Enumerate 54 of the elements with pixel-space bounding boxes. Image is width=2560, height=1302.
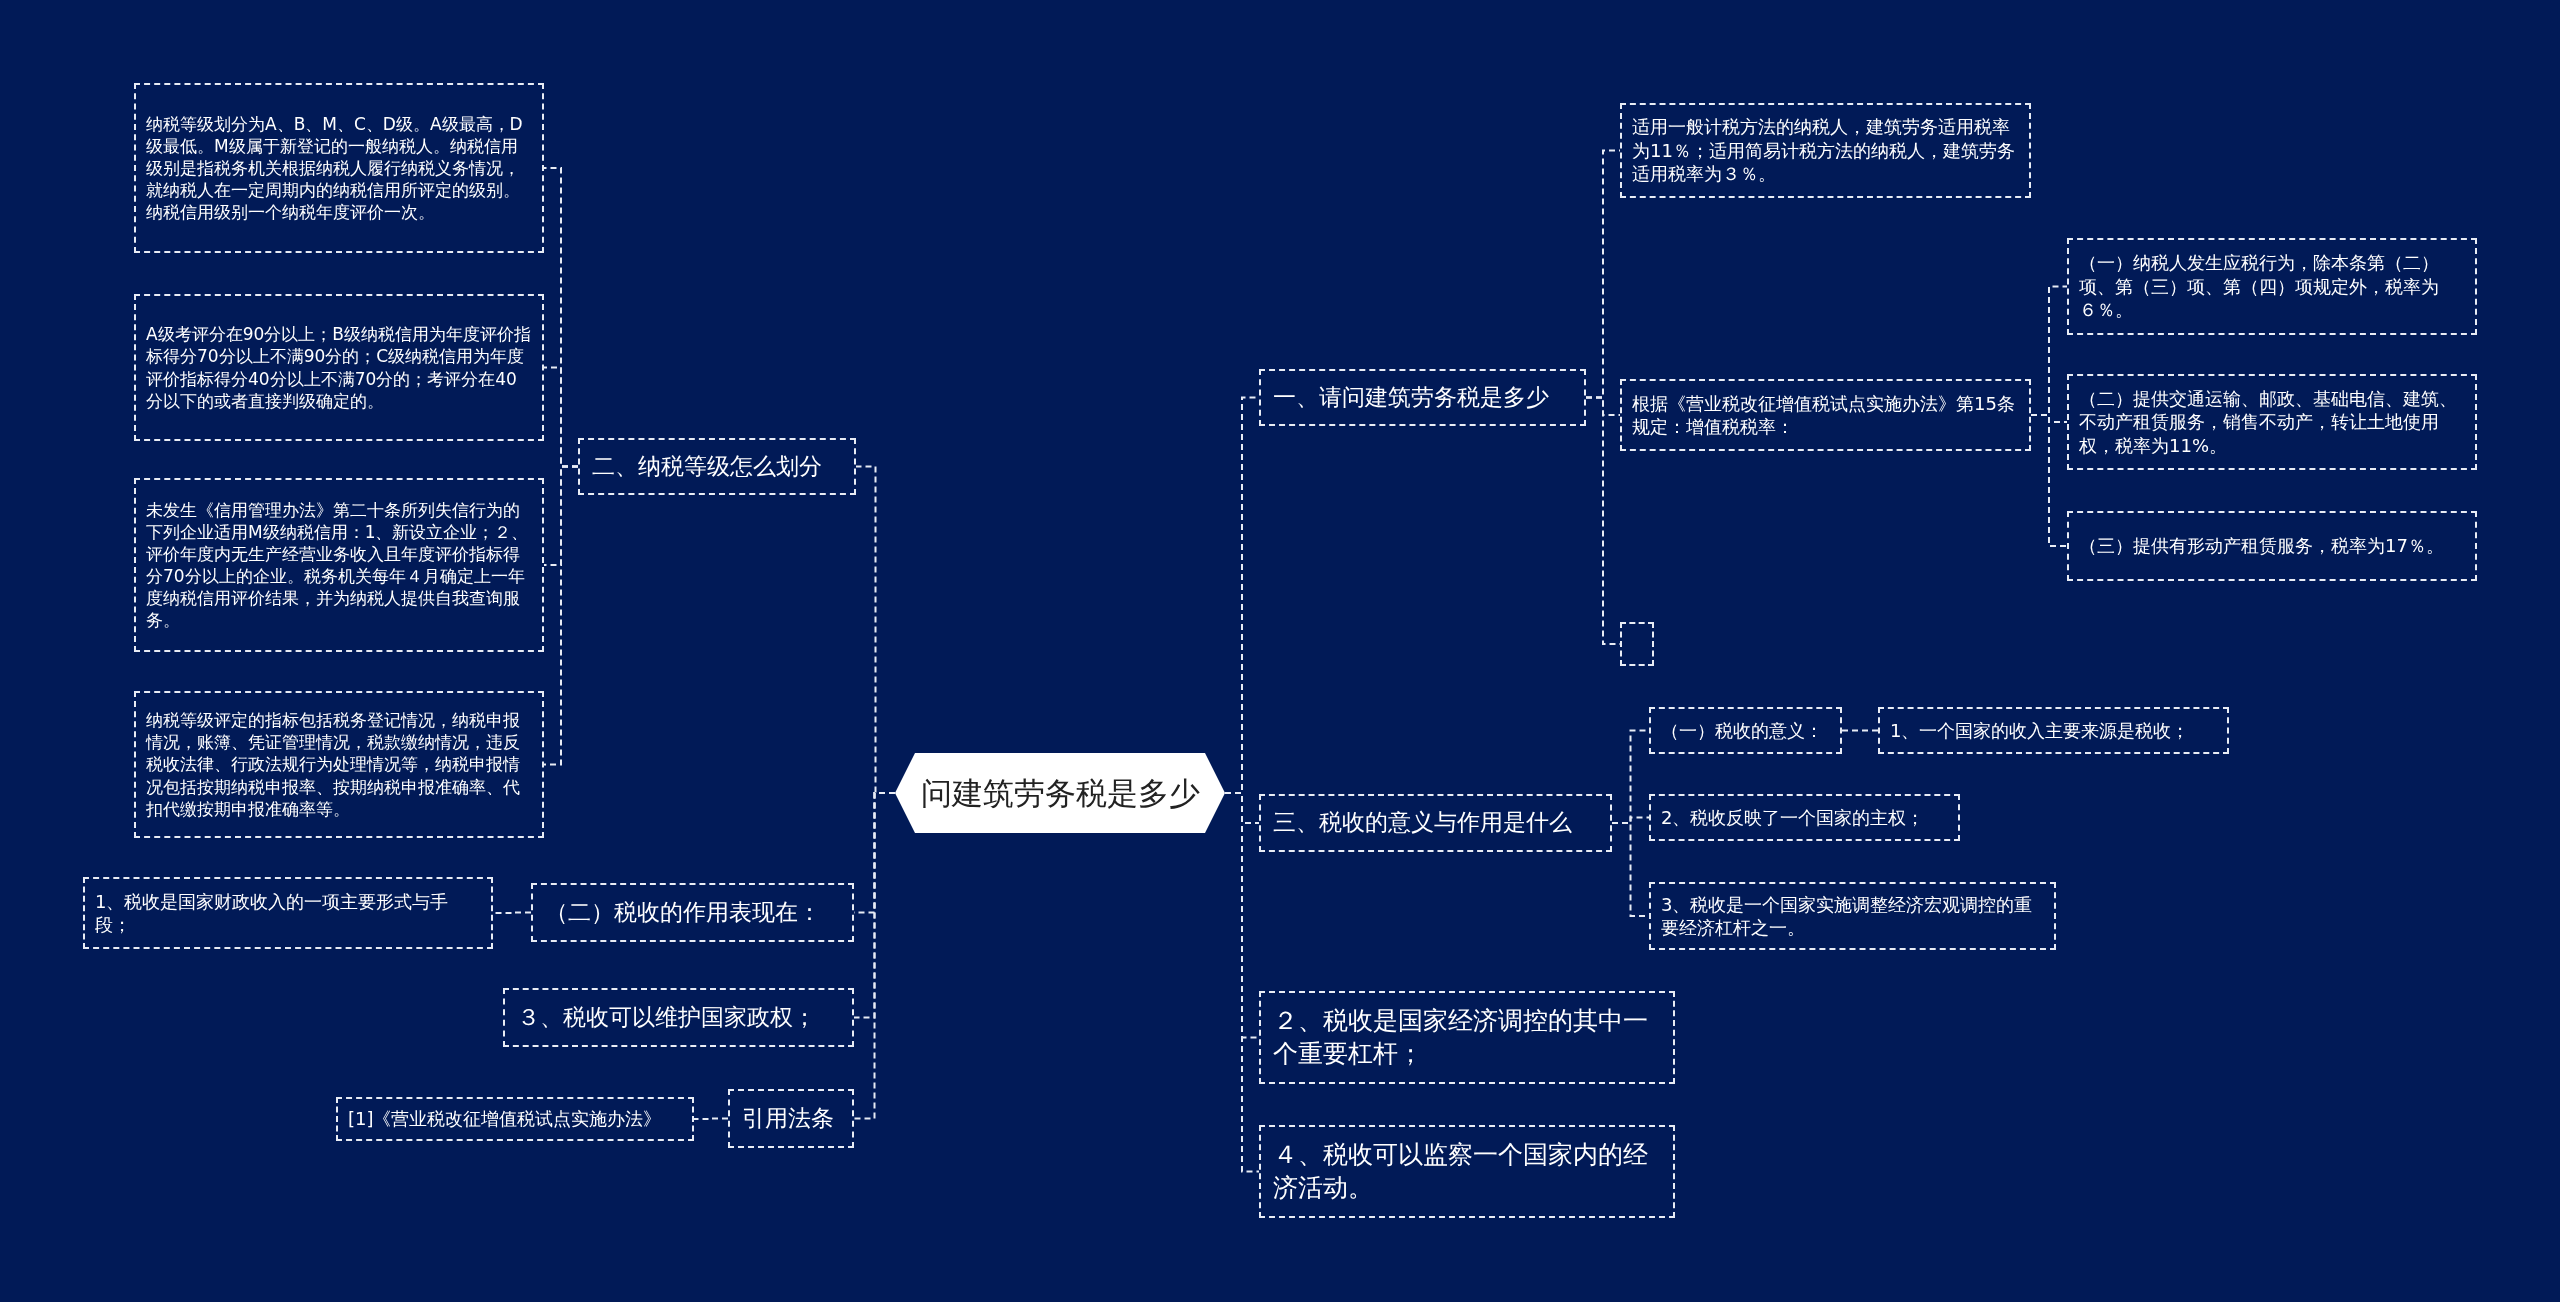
topic-box — [728, 1089, 854, 1148]
topic-box — [134, 691, 544, 838]
topic-text: 一、请问建筑劳务税是多少 — [1273, 382, 1549, 412]
connector-line — [693, 1117, 729, 1120]
topic-text: [1]《营业税改征增值税试点实施办法》 — [348, 1107, 662, 1131]
topic-text: （一）纳税人发生应税行为，除本条第（二）项、第（三）项、第（四）项规定外，税率为６％。 — [2079, 251, 2440, 322]
connector-line — [853, 792, 896, 1120]
topic-box — [336, 1097, 694, 1141]
topic-box — [1259, 369, 1586, 426]
topic-box — [1620, 103, 2031, 198]
topic-text: 2、税收反映了一个国家的主权； — [1661, 805, 1925, 830]
topic-text: 问建筑劳务税是多少 — [920, 773, 1200, 813]
topic-text: （二）提供交通运输、邮政、基础电信、建筑、不动产租赁服务，销售不动产，转让土地使用权，税率为11%。 — [2079, 386, 2458, 458]
topic-box — [1620, 379, 2031, 451]
topic-box — [503, 988, 854, 1047]
topic-text: 根据《营业税改征增值税试点实施办法》第15条规定：增值税税率： — [1632, 391, 2016, 439]
topic-text: （一）税收的意义： — [1661, 718, 1823, 743]
connector-line — [2030, 414, 2068, 547]
topic-text: 未发生《信用管理办法》第二十条所列失信行为的下列企业适用M级纳税信用：1、新设立企业；２、评价年度内无生产经营业务收入且年度评价指标得分70分以上的企业。税务机关每年４月确定上一年度纳税信用评价结果，并为纳税人提供自我查询服务。 — [146, 498, 530, 632]
topic-box — [2067, 238, 2477, 335]
topic-text: （三）提供有形动产租赁服务，税率为17％。 — [2079, 534, 2444, 558]
topic-box — [531, 883, 854, 942]
topic-box — [1259, 1125, 1675, 1218]
topic-box — [134, 478, 544, 652]
topic-text: 纳税等级划分为A、B、M、C、D级。A级最高，D级最低。M级属于新登记的一般纳税人。纳税信用级别是指税务机关根据纳税人履行纳税义务情况，就纳税人在一定周期内的纳税信用所评定的级别。纳税信用级别一个纳税年度评价一次。 — [146, 112, 524, 224]
topic-box — [1649, 707, 1842, 754]
topic-box — [578, 438, 856, 495]
topic-text: 3、税收是一个国家实施调整经济宏观调控的重要经济杠杆之一。 — [1661, 892, 2034, 940]
topic-box — [83, 877, 493, 949]
topic-text: ３、税收可以维护国家政权； — [517, 1002, 816, 1032]
topic-text: 1、税收是国家财政收入的一项主要形式与手段； — [95, 889, 450, 937]
connector-line — [543, 465, 579, 766]
topic-text: 三、税收的意义与作用是什么 — [1273, 808, 1572, 838]
topic-text: 1、一个国家的收入主要来源是税收； — [1890, 718, 2190, 743]
central-topic-hexagon — [895, 753, 1225, 833]
topic-text: 适用一般计税方法的纳税人，建筑劳务适用税率为11％；适用简易计税方法的纳税人，建筑劳务适用税率为３％。 — [1632, 115, 2016, 186]
topic-text: A级考评分在90分以上；B级纳税信用为年度评价指标得分70分以上不满90分的；C级纳税信用为年度评价指标得分40分以上不满70分的；考评分在40分以下的或者直接判级确定的。 — [146, 323, 532, 412]
topic-box — [2067, 374, 2477, 470]
topic-text: （二）税收的作用表现在： — [545, 897, 821, 927]
topic-box — [134, 294, 544, 441]
topic-box — [1878, 707, 2229, 754]
connector-line — [1841, 729, 1879, 732]
topic-box — [1649, 882, 2056, 950]
topic-text: 纳税等级评定的指标包括税务登记情况，纳税申报情况，账簿、凭证管理情况，税款缴纳情况，违反税收法律、行政法规行为处理情况等，纳税申报情况包括按期纳税申报率、按期纳税申报准确率、代扣代缴按期申报准确率等。 — [146, 709, 521, 820]
empty-box — [1620, 622, 1654, 666]
topic-box — [1259, 991, 1675, 1084]
topic-text: 二、纳税等级怎么划分 — [592, 451, 822, 481]
topic-box — [134, 83, 544, 253]
topic-text: ２、税收是国家经济调控的其中一个重要杠杆； — [1273, 1005, 1649, 1070]
topic-box — [2067, 511, 2477, 581]
topic-box — [1649, 794, 1960, 841]
topic-text: 引用法条 — [742, 1103, 834, 1133]
topic-box — [1259, 794, 1612, 852]
topic-text: ４、税收可以监察一个国家内的经济活动。 — [1273, 1139, 1649, 1204]
